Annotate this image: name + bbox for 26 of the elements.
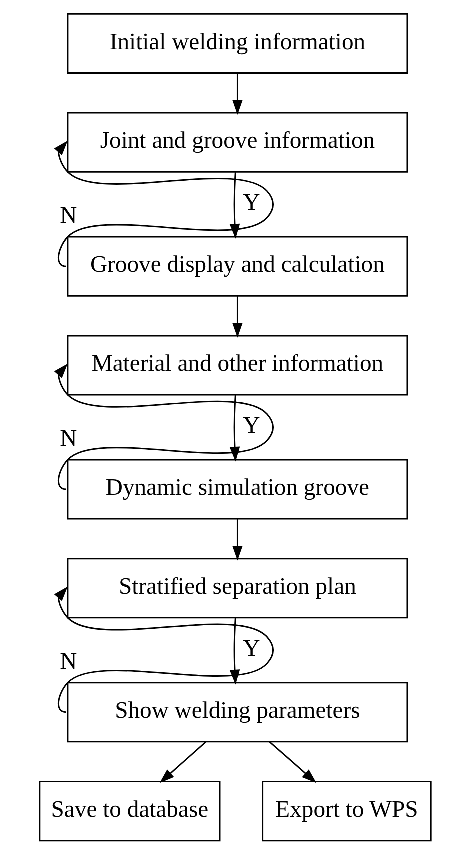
arrow (229, 172, 240, 239)
arrow (159, 742, 206, 784)
arrow (268, 742, 316, 784)
edge-label: N (60, 426, 77, 452)
node-box: Joint and groove information (66, 112, 408, 173)
edge-label: Y (242, 636, 260, 662)
arrow (232, 296, 242, 338)
arrow (54, 586, 274, 714)
edge-label: N (60, 202, 77, 229)
node-box: Dynamic simulation groove (66, 459, 408, 520)
node-box: Material and other information (66, 335, 408, 396)
arrow (54, 140, 274, 268)
arrow (232, 519, 242, 561)
arrow (229, 395, 240, 462)
node-box: Export to WPS (262, 781, 432, 842)
node-box: Save to database (38, 781, 220, 842)
arrow (54, 364, 274, 490)
edge-label: Y (242, 413, 260, 440)
arrow (229, 618, 240, 685)
arrow (232, 73, 242, 115)
node-box: Initial welding information (66, 13, 408, 74)
edge-label: N (60, 648, 77, 675)
node-box: Show welding parameters (66, 682, 408, 743)
node-box: Groove display and calculation (66, 236, 408, 297)
node-box: Stratified separation plan (66, 558, 408, 619)
edge-label: Y (242, 190, 260, 216)
